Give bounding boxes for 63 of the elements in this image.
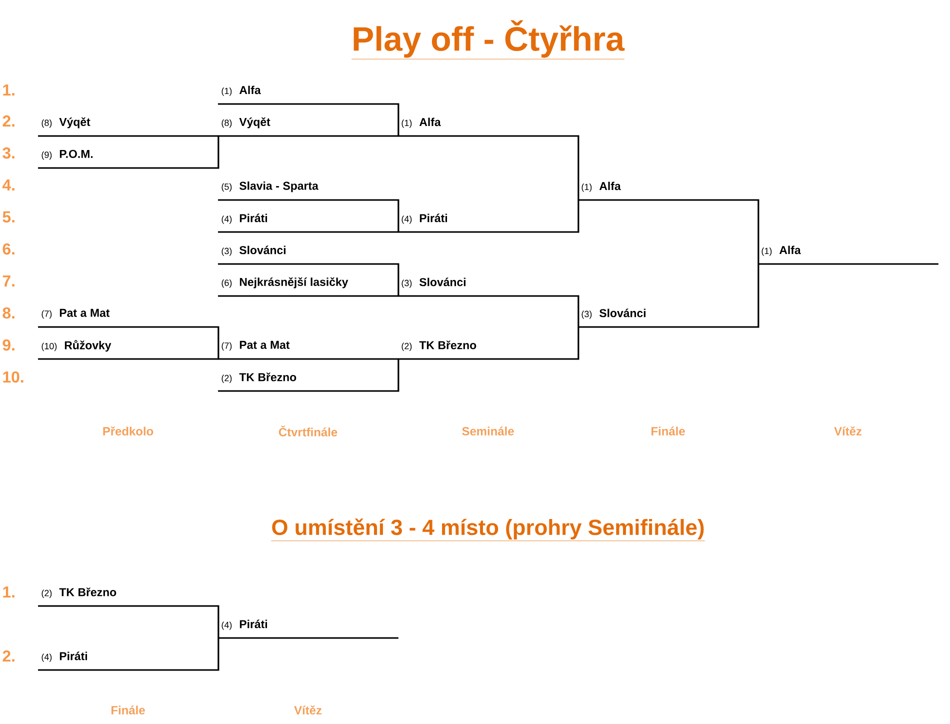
round-label: Finále bbox=[112, 706, 145, 714]
team-slot: (8) Výqět bbox=[42, 117, 90, 128]
round-label: Seminále bbox=[462, 426, 514, 436]
bracket-line bbox=[218, 103, 400, 136]
round-label: Čtvrtfinále bbox=[278, 426, 338, 436]
bracket-line bbox=[398, 135, 580, 200]
team-slot: (3) Slovánci bbox=[222, 246, 286, 256]
row-number: 7. bbox=[2, 276, 14, 286]
bracket-line bbox=[218, 199, 400, 232]
round-label: Finále bbox=[652, 426, 685, 436]
bracket-line bbox=[218, 358, 398, 360]
bracket-line bbox=[398, 200, 580, 233]
row-number: 1. bbox=[3, 84, 14, 96]
bracket-line bbox=[398, 327, 580, 360]
bracket-line bbox=[578, 199, 760, 264]
team-slot: (4) Piráti bbox=[222, 214, 267, 224]
bracket-line bbox=[218, 231, 398, 233]
team-slot: (2) TK Březno bbox=[222, 372, 296, 383]
round-label: Vítěz bbox=[834, 426, 862, 436]
bracket-line bbox=[38, 135, 218, 137]
team-slot: (6) Nejkrásnější lasičky bbox=[222, 277, 348, 288]
row-number: 4. bbox=[2, 180, 14, 190]
bracket-line bbox=[38, 638, 220, 671]
team-slot: (5) Slavia - Sparta bbox=[222, 181, 318, 192]
team-slot: (3) Slovánci bbox=[402, 278, 466, 288]
team-slot: (4) Piráti bbox=[402, 214, 447, 224]
team-slot: (1) Alfa bbox=[402, 118, 441, 128]
subtitle: O umístění 3 - 4 místo (prohry Semifinále) bbox=[271, 518, 705, 542]
team-slot: (9) P.O.M. bbox=[42, 150, 93, 160]
team-slot: (1) Alfa bbox=[222, 86, 261, 96]
row-number: 2. bbox=[2, 650, 14, 662]
team-slot: (3) Slovánci bbox=[582, 308, 646, 319]
team-slot: (4) Piráti bbox=[218, 620, 398, 639]
team-slot: (8) Výqět bbox=[222, 117, 270, 128]
team-slot: (1) Alfa bbox=[582, 182, 621, 192]
team-slot: (2) TK Březno bbox=[42, 588, 116, 598]
bracket-line bbox=[218, 263, 400, 296]
team-slot: (4) Piráti bbox=[42, 652, 87, 662]
bracket-line bbox=[218, 295, 398, 297]
bracket-line bbox=[218, 359, 400, 392]
bracket-line bbox=[578, 264, 760, 328]
row-number: 3. bbox=[2, 147, 14, 159]
bracket-line bbox=[38, 136, 220, 169]
round-label: Vítěz bbox=[294, 705, 322, 714]
row-number: 6. bbox=[2, 243, 14, 255]
team-slot: (10) Růžovky bbox=[42, 340, 112, 352]
row-number: 10. bbox=[3, 371, 24, 383]
round-label: Předkolo bbox=[103, 426, 154, 436]
team-slot: (7) Pat a Mat bbox=[42, 308, 110, 319]
team-slot: (1) Alfa bbox=[758, 246, 938, 265]
bracket-line bbox=[38, 358, 218, 360]
row-number: 1. bbox=[3, 586, 14, 598]
row-number: 9. bbox=[2, 339, 14, 351]
team-slot: (2) TK Březno bbox=[402, 340, 476, 351]
team-slot: (7) Pat a Mat bbox=[222, 340, 290, 351]
row-number: 8. bbox=[2, 307, 14, 319]
title: Play off - Čtyřhra bbox=[351, 20, 625, 60]
row-number: 5. bbox=[2, 211, 14, 223]
bracket-line bbox=[218, 135, 398, 137]
bracket-line bbox=[38, 326, 220, 359]
bracket-line bbox=[398, 295, 580, 327]
bracket-line bbox=[38, 605, 220, 638]
row-number: 2. bbox=[2, 115, 14, 127]
